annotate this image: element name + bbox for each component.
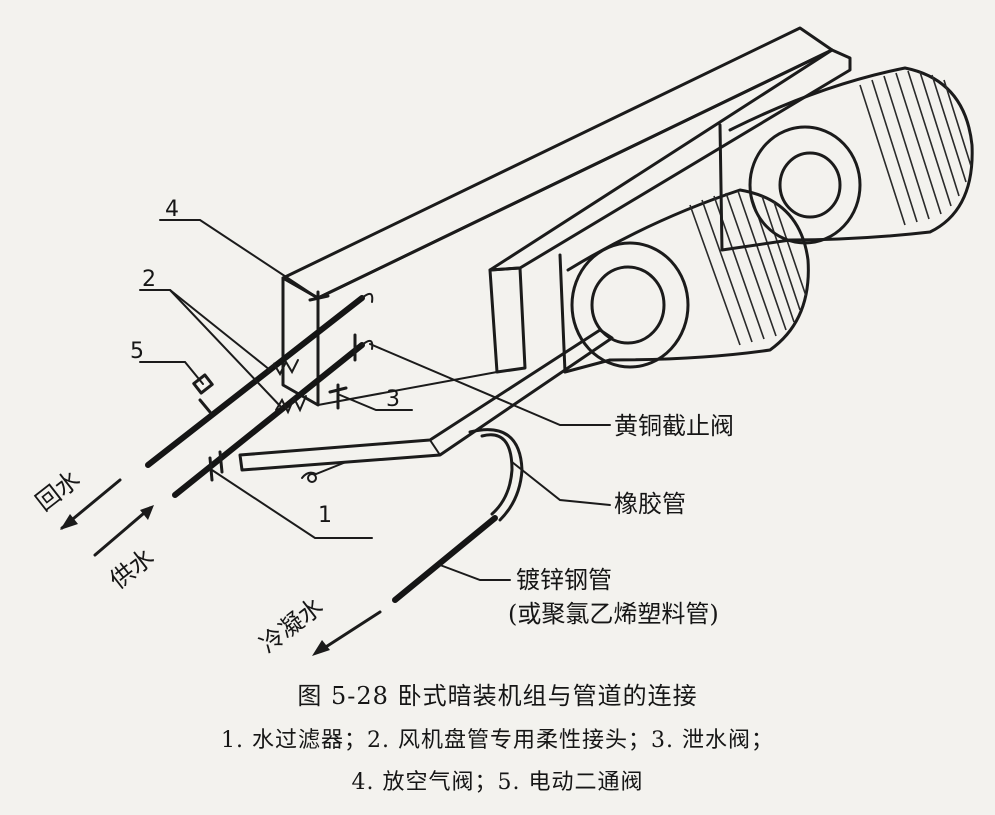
- fan-housing-far: [718, 66, 974, 252]
- electric-two-way-valve: [192, 373, 214, 414]
- leader-lines: [139, 219, 611, 581]
- flexible-joint-supply: [275, 395, 307, 415]
- figure-legend-line-1: 1. 水过滤器；2. 风机盘管专用柔性接头；3. 泄水阀；: [221, 728, 774, 753]
- return-water-arrow: [60, 478, 122, 530]
- galvanized-steel-pipe: [392, 515, 498, 603]
- label-rubber-hose: 橡胶管: [614, 490, 686, 518]
- label-brass-valve: 黄铜截止阀: [614, 412, 734, 440]
- drain-valve: [328, 333, 357, 410]
- label-1: 1: [318, 503, 332, 528]
- figure-legend-line-2: 4. 放空气阀；5. 电动二通阀: [351, 770, 644, 795]
- label-pvc-pipe: (或聚氯乙烯塑料管): [508, 600, 719, 628]
- label-5: 5: [130, 339, 144, 364]
- water-filter: [208, 450, 224, 482]
- fan-housing-near: [558, 188, 810, 374]
- rubber-hose: [468, 428, 524, 522]
- condensate-arrow: [312, 610, 382, 656]
- supply-pipe: [172, 339, 374, 498]
- label-4: 4: [165, 197, 179, 222]
- figure-caption-title: 图 5-28 卧式暗装机组与管道的连接: [297, 682, 698, 710]
- label-3: 3: [386, 387, 400, 412]
- return-pipe: [145, 292, 374, 468]
- flexible-joint-return: [267, 359, 299, 377]
- label-galvanized-pipe: 镀锌钢管: [516, 566, 612, 594]
- supply-water-arrow: [93, 505, 154, 557]
- label-return-water: 回水: [30, 465, 85, 517]
- drain-fitting: [301, 461, 347, 483]
- label-2: 2: [142, 267, 156, 292]
- drip-tray: [238, 328, 614, 472]
- fan-coil-unit-body: [281, 26, 852, 407]
- label-supply-water: 供水: [104, 543, 159, 595]
